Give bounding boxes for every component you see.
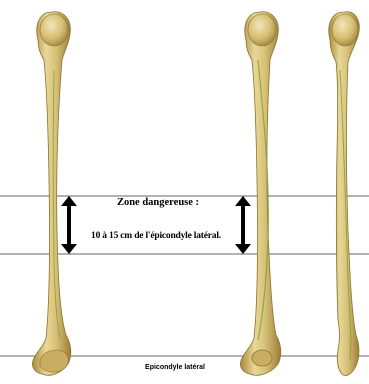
humerus-lateral-view [329, 12, 359, 376]
zone-arrow-right [235, 196, 251, 254]
zone-arrow-left [61, 196, 77, 254]
humerus-posterior-view [240, 12, 280, 376]
zone-title-label: Zone dangereuse : [88, 198, 228, 209]
epicondyle-label: Epicondyle latéral [120, 364, 230, 371]
humerus-anterior-view [32, 12, 70, 376]
zone-distance-label: 10 à 15 cm de l'épicondyle latéral. [60, 232, 252, 242]
